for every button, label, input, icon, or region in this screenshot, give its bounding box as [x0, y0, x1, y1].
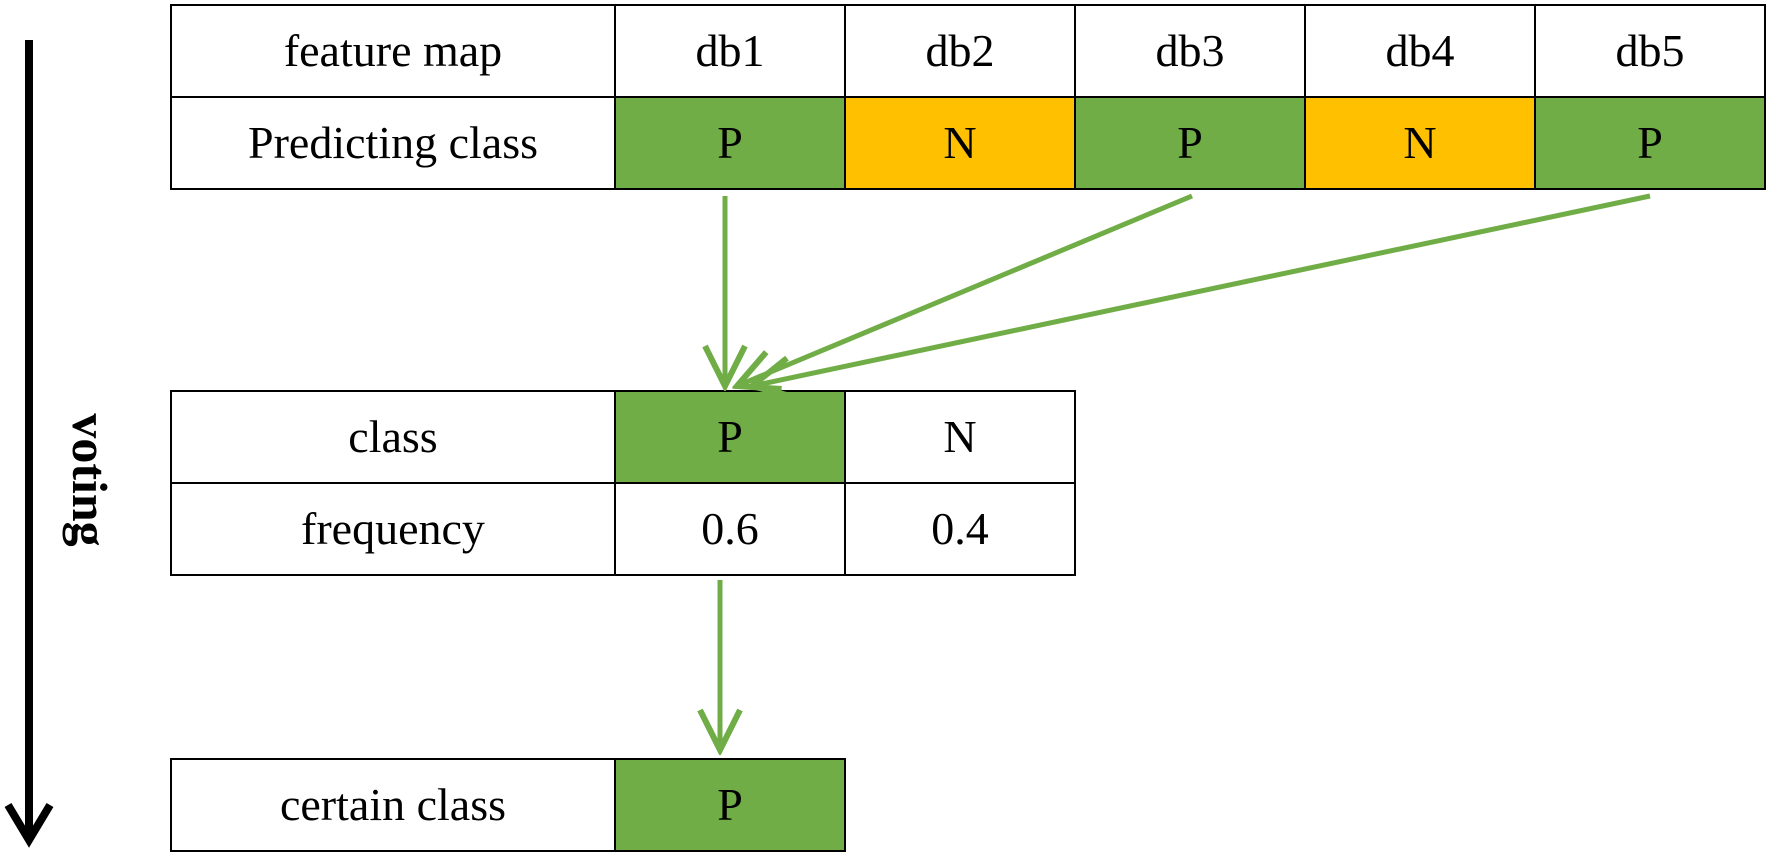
certain-class-value: P	[614, 758, 846, 852]
voting-label: voting	[62, 413, 118, 547]
db4-header: db4	[1304, 4, 1536, 98]
db1-prediction: P	[614, 96, 846, 190]
frequency-label: frequency	[170, 482, 616, 576]
feature-map-label: feature map	[170, 4, 616, 98]
frequency-p-value: 0.6	[614, 482, 846, 576]
certain-class-label: certain class	[170, 758, 616, 852]
certain-class-row: certain class P	[170, 758, 846, 852]
db1-header: db1	[614, 4, 846, 98]
predicting-class-row: Predicting class P N P N P	[170, 96, 1766, 190]
voting-direction-arrow	[4, 40, 54, 848]
feature-map-table: feature map db1 db2 db3 db4 db5 Predicti…	[170, 4, 1766, 190]
db2-header: db2	[844, 4, 1076, 98]
db5-header: db5	[1534, 4, 1766, 98]
class-row: class P N	[170, 390, 1076, 484]
db3-header: db3	[1074, 4, 1306, 98]
db2-prediction: N	[844, 96, 1076, 190]
voting-table: class P N frequency 0.6 0.4	[170, 390, 1076, 576]
feature-map-header-row: feature map db1 db2 db3 db4 db5	[170, 4, 1766, 98]
certain-class-table: certain class P	[170, 758, 846, 852]
predicting-class-label: Predicting class	[170, 96, 616, 190]
db5-to-class-arrow	[752, 193, 1651, 386]
db4-prediction: N	[1304, 96, 1536, 190]
class-label: class	[170, 390, 616, 484]
db5-prediction: P	[1534, 96, 1766, 190]
frequency-row: frequency 0.6 0.4	[170, 482, 1076, 576]
frequency-n-value: 0.4	[844, 482, 1076, 576]
db3-to-class-arrow	[737, 193, 1193, 386]
voting-arrow-head	[4, 802, 54, 848]
class-p-cell: P	[614, 390, 846, 484]
class-n-cell: N	[844, 390, 1076, 484]
db3-prediction: P	[1074, 96, 1306, 190]
